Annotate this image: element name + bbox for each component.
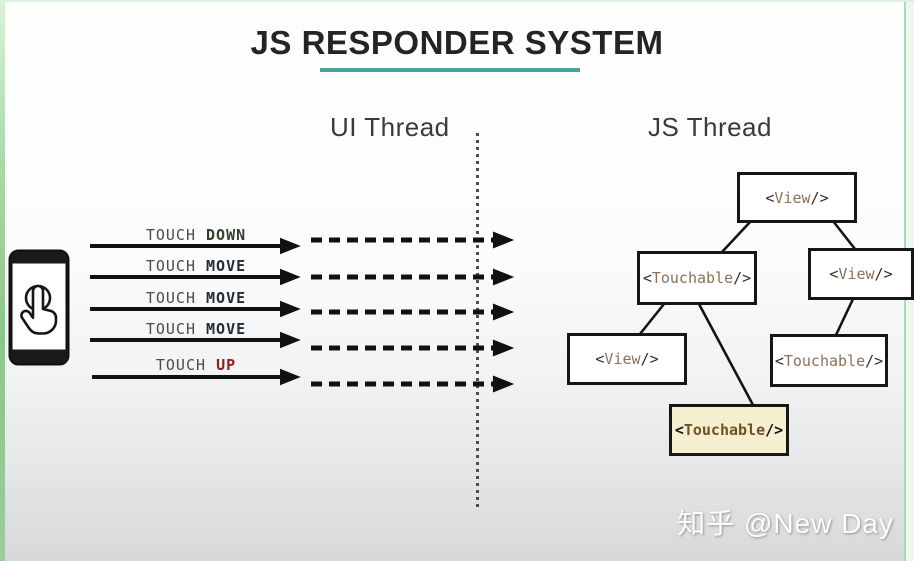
title-underline xyxy=(320,68,580,72)
tree-node-touchable-right: <Touchable/> xyxy=(770,334,888,387)
event-label-touch-down: TOUCH DOWN xyxy=(145,226,247,244)
left-green-border xyxy=(0,0,5,561)
top-green-border xyxy=(0,0,914,2)
tree-node-touchable-highlighted: <Touchable/> xyxy=(669,404,789,456)
dashed-touch-arrows xyxy=(311,231,515,393)
ui-thread-label: UI Thread xyxy=(330,112,450,142)
tap-gesture-icon xyxy=(20,284,58,335)
phone-icon xyxy=(8,249,70,366)
thread-divider-dotted-line xyxy=(476,133,479,508)
event-label-touch-move-3: TOUCH MOVE xyxy=(145,320,247,338)
tree-node-view-bottom-left: <View/> xyxy=(567,333,687,385)
event-label-touch-move-1: TOUCH MOVE xyxy=(145,257,247,275)
tree-node-view-right: <View/> xyxy=(808,248,914,300)
page-title: JS RESPONDER SYSTEM xyxy=(250,24,664,61)
tree-node-view-root: <View/> xyxy=(737,172,857,223)
js-thread-label: JS Thread xyxy=(648,112,772,142)
watermark: 知乎 @New Day xyxy=(677,508,894,539)
event-label-touch-move-2: TOUCH MOVE xyxy=(145,289,247,307)
event-label-touch-up: TOUCH UP xyxy=(155,356,237,374)
tree-node-touchable-left: <Touchable/> xyxy=(637,251,757,305)
